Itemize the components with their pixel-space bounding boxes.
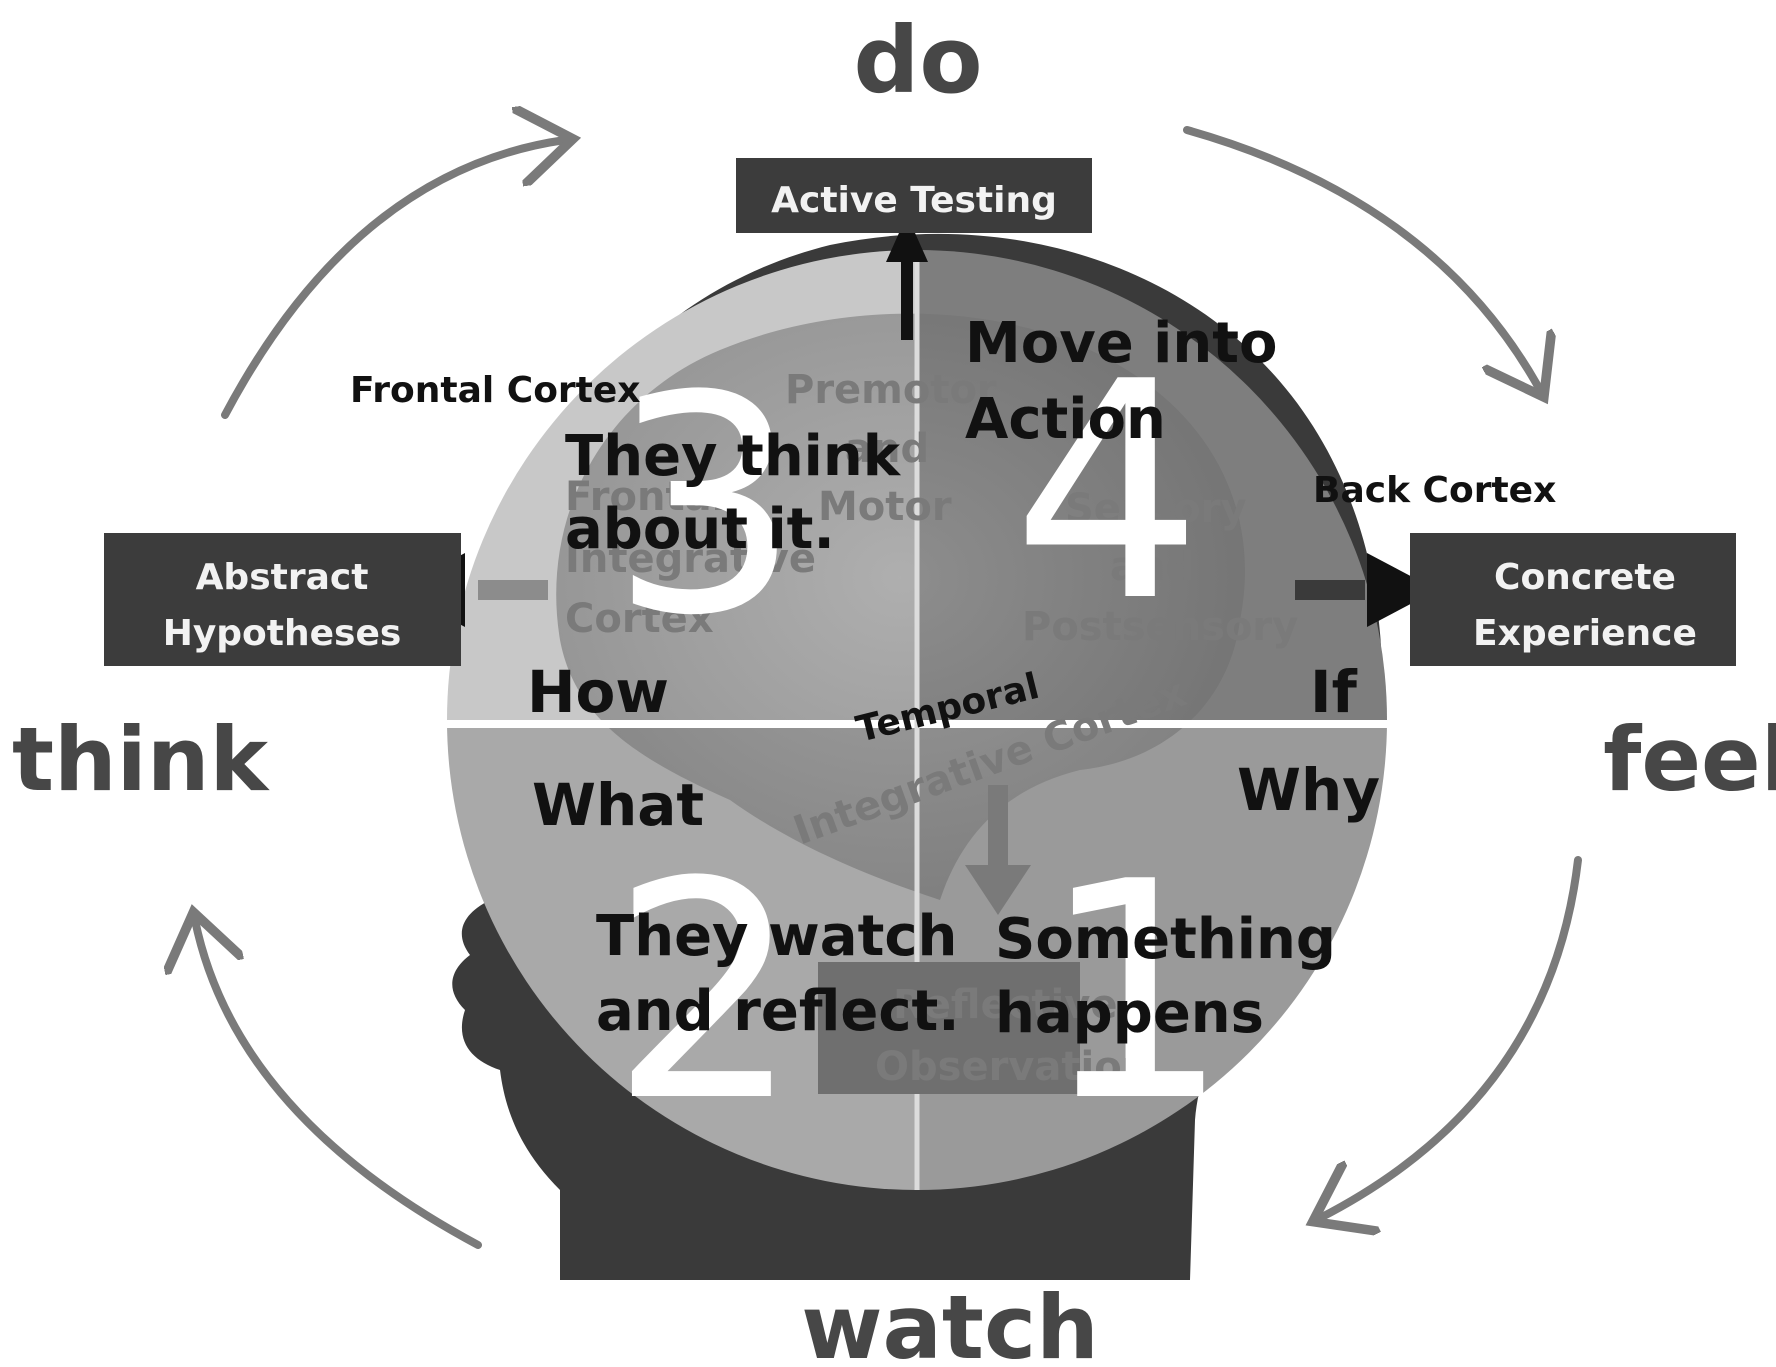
quadrant-4-number: 4 (1012, 318, 1203, 667)
sensory-label-2: and (1110, 544, 1194, 590)
question-what: What (532, 771, 704, 839)
cycle-label-do: do (853, 7, 982, 114)
abstract-label-1: Abstract (196, 557, 369, 598)
concrete-label-1: Concrete (1494, 557, 1676, 598)
reflective-label-2: Observation (875, 1044, 1150, 1090)
cycle-label-think: think (12, 708, 271, 811)
back-cortex-label: Back Cortex (1313, 470, 1556, 511)
premotor-label-2: and (845, 426, 929, 472)
quadrant-4-caption-2: Action (965, 387, 1166, 452)
cycle-arrow-think-to-do (221, 140, 565, 419)
up-arrow (886, 215, 928, 340)
concrete-label-2: Experience (1473, 613, 1697, 654)
frontal-integrative-label-2: Integrative (565, 536, 816, 582)
cycle-arrows (195, 126, 1582, 1249)
quadrant-2-caption-1: They watch (596, 904, 957, 969)
quadrant-3-number: 3 (610, 332, 801, 681)
abstract-hypotheses-box: Abstract Hypotheses (104, 533, 461, 666)
active-testing-label: Active Testing (771, 180, 1057, 221)
quadrant-2-number: 2 (610, 818, 801, 1167)
cycle-arrow-feel-to-watch (1320, 856, 1582, 1218)
active-testing-box: Active Testing (736, 158, 1092, 233)
sensory-label-3: Postsensory (1022, 604, 1298, 650)
cycle-arrow-do-to-feel (1183, 126, 1540, 390)
quadrant-1-caption-1: Something (995, 907, 1336, 972)
premotor-label-1: Premotor (785, 367, 997, 413)
cycle-label-watch: watch (801, 1276, 1099, 1367)
quadrant-3-caption-1: They think (565, 424, 902, 489)
premotor-label-3: Motor (818, 484, 952, 530)
quadrant-1-number: 1 (1040, 818, 1231, 1167)
quadrant-3-caption-2: about it. (565, 497, 835, 562)
frontal-cortex-label: Frontal Cortex (350, 370, 641, 411)
quadrant-2-caption-2: and reflect. (596, 979, 960, 1044)
concrete-experience-box: Concrete Experience (1410, 533, 1736, 666)
quadrant-4-caption-1: Move into (965, 311, 1277, 376)
frontal-integrative-label-1: Frontal (565, 474, 725, 520)
brain-shape (556, 313, 1245, 900)
cycle-label-feel: feel (1603, 708, 1776, 811)
cycle-arrow-watch-to-think (195, 920, 482, 1249)
question-if: If (1310, 658, 1358, 726)
reflective-label-1: Reflective (893, 982, 1117, 1028)
question-why: Why (1237, 756, 1380, 824)
right-arrow (1295, 553, 1437, 627)
sensory-label-1: Sensory (1065, 486, 1247, 532)
reflective-observation-box (818, 962, 1080, 1094)
abstract-label-2: Hypotheses (163, 613, 402, 654)
down-arrow (965, 785, 1031, 915)
quadrant-1-caption-2: happens (995, 981, 1264, 1046)
question-how: How (527, 658, 669, 726)
frontal-integrative-label-3: Cortex (565, 596, 714, 642)
